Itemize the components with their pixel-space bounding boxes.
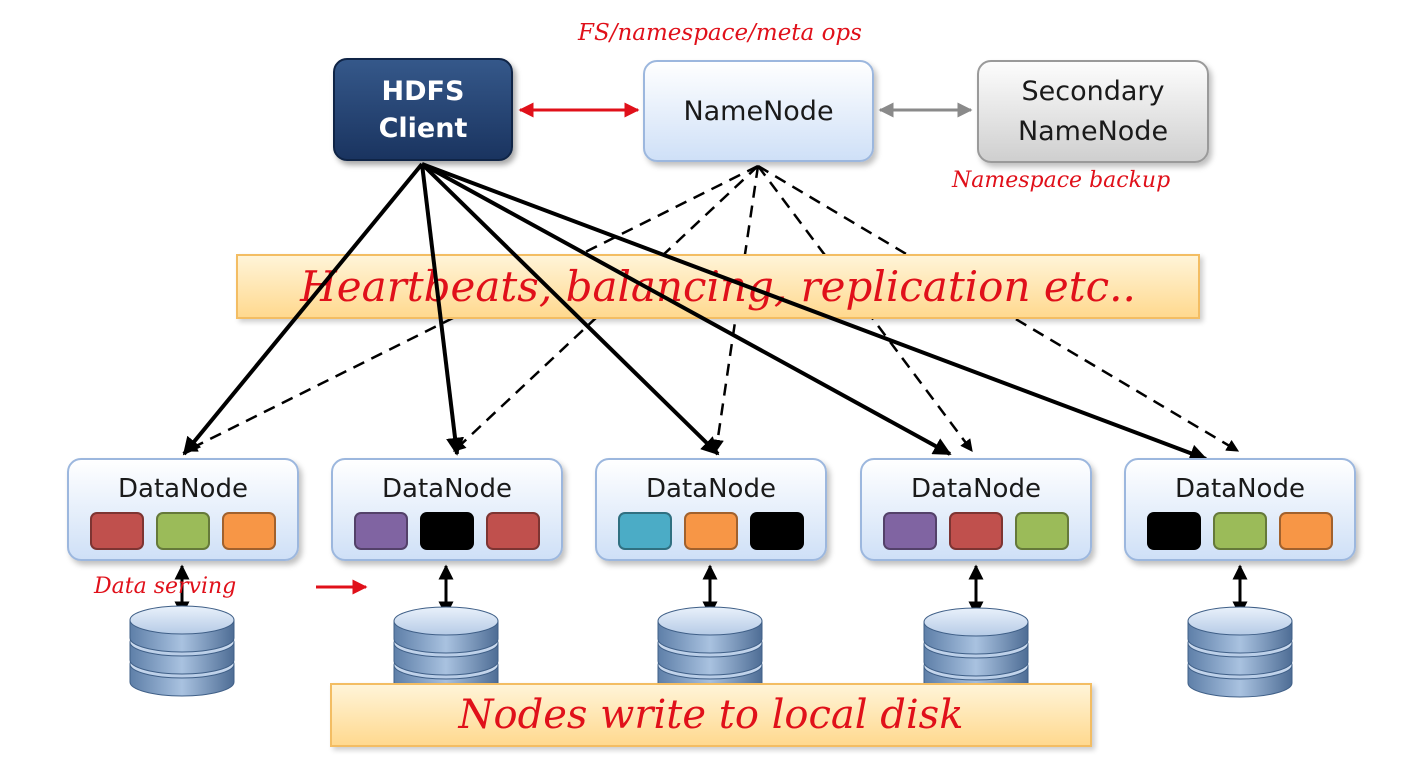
data-block-green xyxy=(156,512,210,550)
database-icon xyxy=(1187,606,1293,698)
block-row xyxy=(333,512,561,550)
namenode-box[interactable]: NameNode xyxy=(643,60,874,162)
hdfs-client-box[interactable]: HDFS Client xyxy=(333,58,513,161)
heartbeats-banner: Heartbeats, balancing, replication etc.. xyxy=(236,254,1200,319)
data-block-green xyxy=(1213,512,1267,550)
namespace-backup-label: Namespace backup xyxy=(952,168,1171,193)
data-block-black xyxy=(1147,512,1201,550)
data-block-black xyxy=(420,512,474,550)
block-row xyxy=(597,512,825,550)
datanode-5[interactable]: DataNode xyxy=(1124,458,1356,561)
client-link-5 xyxy=(421,162,1208,462)
namenode-label: NameNode xyxy=(683,95,834,127)
database-icon xyxy=(129,605,235,697)
datanode-label: DataNode xyxy=(382,474,512,504)
datanode-1[interactable]: DataNode xyxy=(67,458,299,561)
datanode-4[interactable]: DataNode xyxy=(860,458,1092,561)
datanode-label: DataNode xyxy=(118,474,248,504)
local-disk-text: Nodes write to local disk xyxy=(458,692,964,738)
data-block-orange xyxy=(1279,512,1333,550)
block-row xyxy=(69,512,297,550)
data-block-orange xyxy=(684,512,738,550)
secondary-namenode-box[interactable]: Secondary NameNode xyxy=(977,60,1209,163)
block-row xyxy=(1126,512,1354,550)
client-link-1 xyxy=(182,162,424,456)
data-block-red xyxy=(90,512,144,550)
block-row xyxy=(862,512,1090,550)
secondary-line2: NameNode xyxy=(1017,115,1169,147)
data-block-teal xyxy=(618,512,672,550)
client-link-4 xyxy=(421,162,952,456)
local-disk-banner: Nodes write to local disk xyxy=(330,683,1092,747)
datanode-label: DataNode xyxy=(646,474,776,504)
datanode-label: DataNode xyxy=(911,474,1041,504)
data-serving-label: Data serving xyxy=(94,574,237,599)
datanode-3[interactable]: DataNode xyxy=(595,458,827,561)
data-block-red xyxy=(486,512,540,550)
data-block-purple xyxy=(354,512,408,550)
fs-ops-label: FS/namespace/meta ops xyxy=(578,20,862,46)
datanode-label: DataNode xyxy=(1175,474,1305,504)
data-block-orange xyxy=(222,512,276,550)
data-block-red xyxy=(949,512,1003,550)
hdfs-client-line2: Client xyxy=(378,112,468,144)
heartbeat-link-1 xyxy=(184,164,759,453)
data-block-green xyxy=(1015,512,1069,550)
datanode-2[interactable]: DataNode xyxy=(331,458,563,561)
disks xyxy=(129,605,1293,699)
client-link-3 xyxy=(420,162,720,456)
secondary-line1: Secondary xyxy=(1021,75,1165,107)
heartbeat-link-5 xyxy=(757,164,1240,453)
hdfs-client-line1: HDFS xyxy=(381,75,465,107)
data-block-black xyxy=(750,512,804,550)
data-block-purple xyxy=(883,512,937,550)
client-link-2 xyxy=(420,163,464,456)
